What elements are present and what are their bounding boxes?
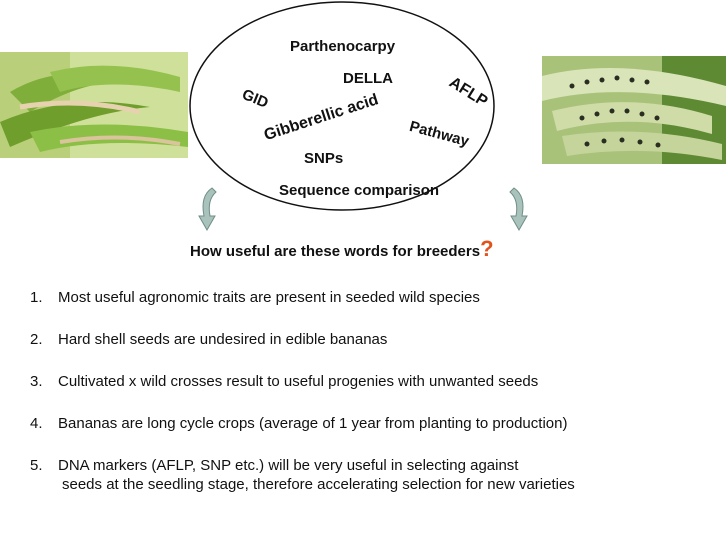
keyword-snps: SNPs <box>304 150 344 167</box>
item-text: Most useful agronomic traits are present… <box>58 289 480 306</box>
curved-arrow-down-right-icon <box>509 187 528 232</box>
breeder-question: How useful are these words for breeders? <box>190 236 494 262</box>
keyword-gid: GID <box>239 86 271 112</box>
item-number: 2. <box>30 331 43 348</box>
item-text: Bananas are long cycle crops (average of… <box>58 415 568 432</box>
item-text: DNA markers (AFLP, SNP etc.) will be ver… <box>58 457 519 474</box>
banana-bunch-photo <box>0 52 188 158</box>
list-item: 4. Bananas are long cycle crops (average… <box>30 414 720 433</box>
keyword-della: DELLA <box>343 70 393 87</box>
item-number: 5. <box>30 457 43 474</box>
curved-arrow-down-left-icon <box>198 187 217 232</box>
item-number: 1. <box>30 289 43 306</box>
question-text: How useful are these words for breeders <box>190 243 481 260</box>
item-text: Hard shell seeds are undesired in edible… <box>58 331 388 348</box>
keyword-pathway: Pathway <box>407 118 471 151</box>
item-text-continuation: seeds at the seedling stage, therefore a… <box>62 476 575 493</box>
point-list: 1. Most useful agronomic traits are pres… <box>30 288 720 517</box>
list-item: 2. Hard shell seeds are undesired in edi… <box>30 330 720 349</box>
item-text: Cultivated x wild crosses result to usef… <box>58 373 539 390</box>
list-item: 1. Most useful agronomic traits are pres… <box>30 288 720 307</box>
keyword-gibberellic-acid: Gibberellic acid <box>262 91 381 145</box>
seeded-banana-photo <box>542 56 726 164</box>
list-item: 3. Cultivated x wild crosses result to u… <box>30 372 720 391</box>
keyword-sequence-comparison: Sequence comparison <box>279 182 440 199</box>
keyword-aflp: AFLP <box>445 74 491 111</box>
item-number: 4. <box>30 415 43 432</box>
list-item: 5. DNA markers (AFLP, SNP etc.) will be … <box>30 456 720 494</box>
item-number: 3. <box>30 373 43 390</box>
keyword-parthenocarpy: Parthenocarpy <box>290 38 396 55</box>
question-mark: ? <box>480 236 494 261</box>
